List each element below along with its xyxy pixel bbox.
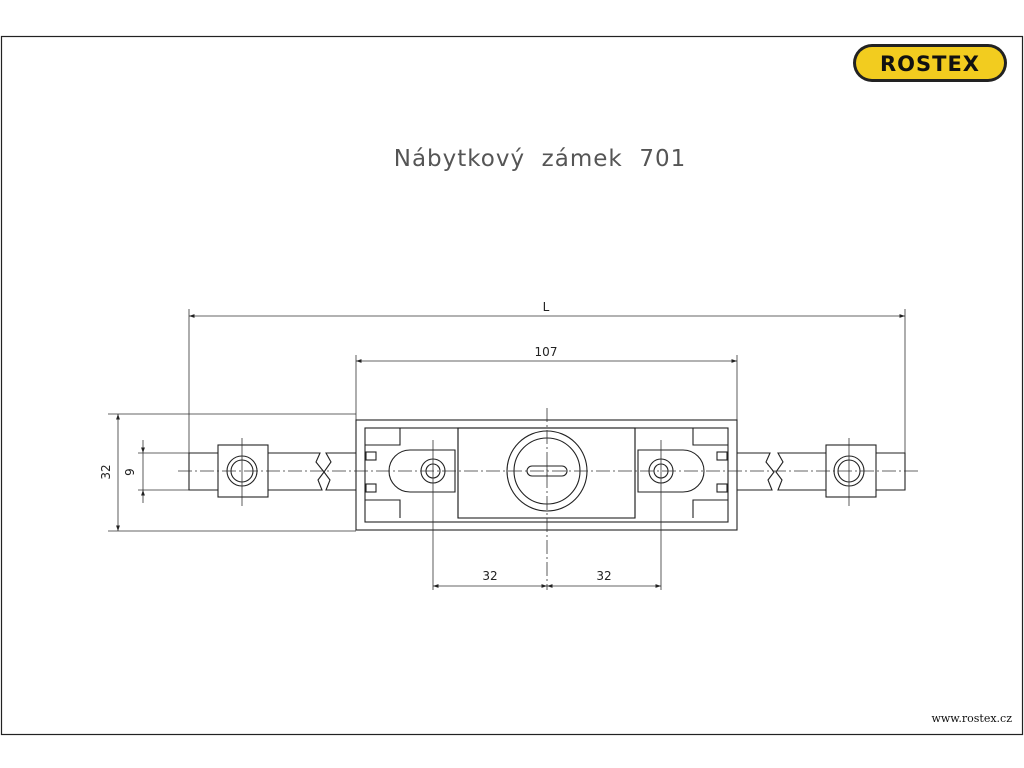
logo-text: ROSTEX: [880, 52, 980, 76]
dimension-spacing: 32 32: [433, 569, 661, 588]
drawing-title: Nábytkový zámek 701: [394, 146, 687, 172]
dimension-label-width: 107: [535, 345, 558, 359]
dimension-label-right-spacing: 32: [596, 569, 611, 583]
lock-body: [355, 419, 738, 531]
dimension-rod: 9: [123, 440, 189, 503]
dimension-label-height: 32: [99, 464, 113, 479]
left-rod: [188, 452, 361, 491]
rostex-logo: ROSTEX: [853, 44, 1007, 82]
logo-badge: [856, 47, 1004, 79]
dimension-label-rod: 9: [123, 468, 137, 476]
right-rod: [732, 452, 906, 491]
dimension-height: 32: [99, 413, 356, 532]
dimension-label-length: L: [543, 300, 550, 314]
sheet-border: [0, 35, 1024, 736]
dimension-body-width: 107: [355, 345, 738, 420]
dimension-label-left-spacing: 32: [482, 569, 497, 583]
footer-url[interactable]: www.rostex.cz: [931, 712, 1012, 725]
